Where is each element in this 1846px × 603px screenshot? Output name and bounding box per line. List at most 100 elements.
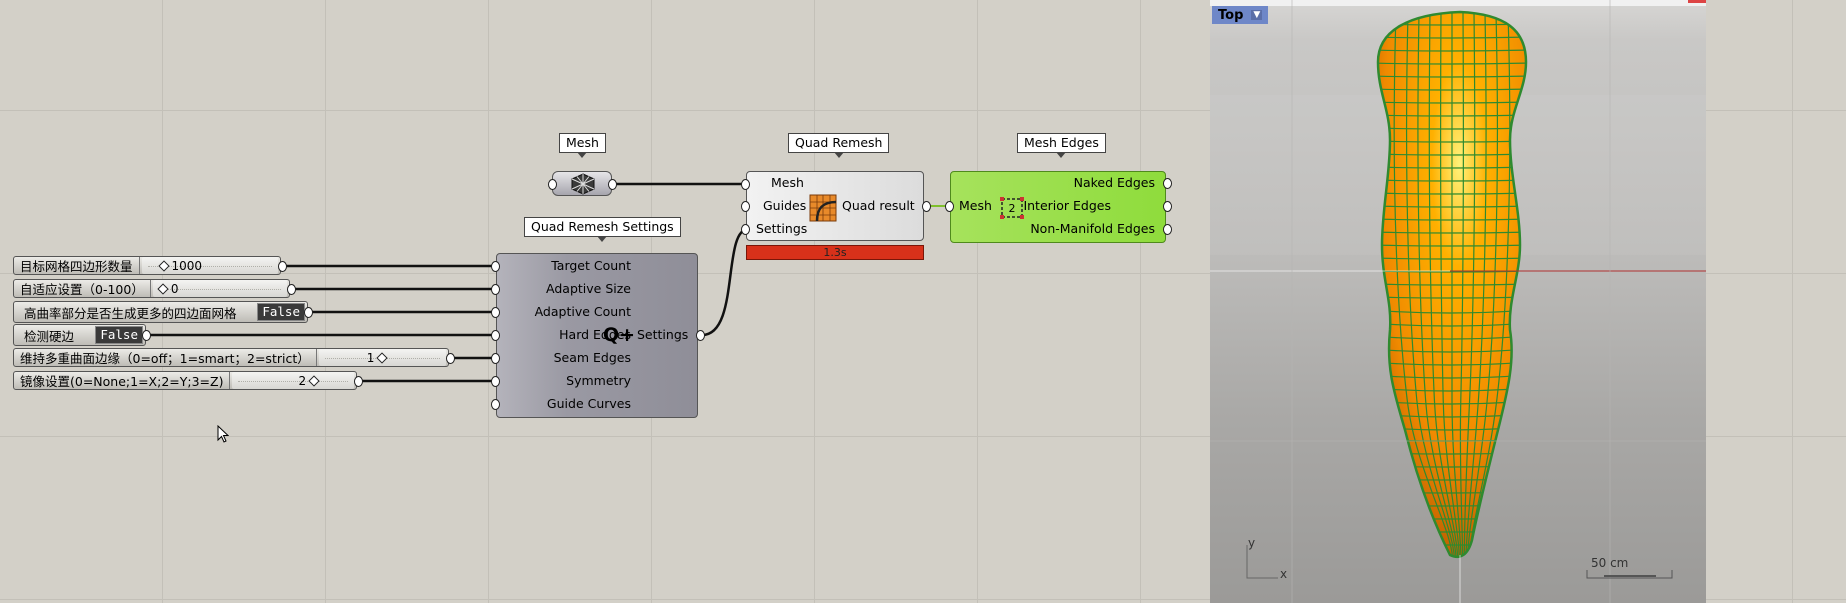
slider-label: 自适应设置（0-100） (14, 280, 151, 297)
input-guide-curves[interactable]: Guide Curves (546, 396, 631, 411)
mouse-cursor-icon (217, 425, 229, 443)
mesh-param-caption: Mesh (559, 133, 606, 158)
input-mesh[interactable]: Mesh (959, 198, 992, 213)
slider-output-pin[interactable] (446, 353, 455, 364)
mesh-edge-horizontal (1378, 62, 1526, 65)
input-target-count[interactable]: Target Count (551, 258, 631, 273)
quadremesh-input-pin[interactable] (741, 224, 750, 235)
input-adaptive-count[interactable]: Adaptive Count (534, 304, 631, 319)
slider-grip[interactable] (308, 374, 320, 387)
rhino-viewport-top[interactable]: Top ▼ y x 50 cm (1210, 0, 1706, 603)
mesh-edge-horizontal (1378, 205, 1526, 208)
settings-input-pin[interactable] (491, 376, 500, 387)
mesh-edge-vertical (1459, 12, 1464, 557)
quad-remesh-settings-component[interactable]: Target Count Adaptive Size Adaptive Coun… (496, 253, 698, 418)
slider-grip[interactable] (157, 282, 169, 295)
settings-input-pin[interactable] (491, 330, 500, 341)
mesh-edge-horizontal (1378, 244, 1526, 247)
mesh-edge-horizontal (1378, 101, 1526, 104)
meshedges-output-pin[interactable] (1163, 201, 1172, 212)
mesh-edge-horizontal (1378, 179, 1526, 182)
slider-track[interactable]: 2 (232, 372, 354, 389)
toggle-value[interactable]: False (95, 326, 143, 344)
input-guides[interactable]: Guides (763, 198, 807, 213)
quadremesh-input-pin[interactable] (741, 179, 750, 190)
output-non-manifold-edges[interactable]: Non-Manifold Edges (1030, 221, 1155, 236)
slider-output-pin[interactable] (354, 376, 363, 387)
mesh-edge-horizontal (1378, 296, 1526, 299)
chevron-down-icon[interactable]: ▼ (1251, 10, 1263, 20)
slider-adaptive-size[interactable]: 自适应设置（0-100） 0 (13, 279, 290, 298)
slider-value: 2 (298, 373, 307, 388)
toggle-output-pin[interactable] (142, 330, 151, 341)
slider-label: 目标网格四边形数量 (14, 257, 140, 274)
mesh-edge-horizontal (1378, 49, 1526, 52)
mesh-edge-horizontal (1378, 218, 1526, 221)
toggle-label: 高曲率部分是否生成更多的四边面网格 (24, 305, 237, 321)
toggle-output-pin[interactable] (304, 307, 313, 318)
slider-track[interactable]: 1 (318, 349, 446, 366)
mesh-edge-horizontal (1378, 556, 1526, 557)
axis-x-label: x (1280, 567, 1288, 581)
slider-value: 1000 (171, 258, 203, 273)
meshedges-input-pin[interactable] (945, 201, 954, 212)
mesh-edges-icon-text: 2 (1009, 202, 1016, 215)
slider-output-pin[interactable] (287, 284, 296, 295)
slider-mirror-setting[interactable]: 镜像设置(0=None;1=X;2=Y;3=Z) 2 (13, 371, 357, 390)
viewport-canvas (1210, 0, 1706, 603)
slider-keep-polysurface-edges[interactable]: 维持多重曲面边缘（0=off；1=smart；2=strict） 1 (13, 348, 449, 367)
output-interior-edges[interactable]: Interior Edges (1023, 198, 1111, 213)
viewport-label-top[interactable]: Top ▼ (1212, 6, 1269, 24)
meshedges-output-pin[interactable] (1163, 178, 1172, 189)
input-settings[interactable]: Settings (756, 221, 808, 236)
slider-output-pin[interactable] (278, 261, 287, 272)
mesh-edges-component[interactable]: Mesh 2 Naked Edges Interior Edges Non-Ma… (950, 171, 1166, 243)
toggle-value[interactable]: False (257, 303, 305, 321)
slider-target-quad-count[interactable]: 目标网格四边形数量 1000 (13, 256, 281, 275)
settings-output-pin[interactable] (696, 330, 705, 341)
quadremesh-output-pin[interactable] (922, 201, 931, 212)
slider-track[interactable]: 1000 (141, 257, 278, 274)
viewport-title-strip (1210, 0, 1706, 6)
mesh-edge-vertical (1451, 12, 1462, 557)
quad-remesh-settings-caption: Quad Remesh Settings (524, 217, 681, 242)
mesh-edge-horizontal (1378, 88, 1526, 91)
axis-y-label: y (1248, 536, 1256, 550)
input-symmetry[interactable]: Symmetry (566, 373, 631, 388)
quad-remesh-settings-icon: Q+ (603, 324, 636, 346)
mesh-edge-vertical (1417, 12, 1457, 557)
toggle-high-curvature[interactable]: 高曲率部分是否生成更多的四边面网格 False (13, 301, 308, 323)
mesh-edges-icon: 2 (1000, 197, 1024, 219)
settings-input-pin[interactable] (491, 353, 500, 364)
input-seam-edges[interactable]: Seam Edges (553, 350, 631, 365)
mesh-edge-vertical (1467, 12, 1499, 557)
input-hard-edges[interactable]: Hard Edges (559, 327, 631, 342)
slider-grip[interactable] (157, 259, 170, 272)
runtime-text: 1.3s (823, 246, 847, 259)
quad-remesh-component[interactable]: Mesh Guides Settings Quad result (746, 171, 924, 241)
quadremesh-input-pin[interactable] (741, 201, 750, 212)
mesh-param-input-pin[interactable] (548, 179, 557, 190)
input-mesh[interactable]: Mesh (771, 175, 804, 190)
slider-track[interactable]: 0 (152, 280, 287, 297)
mesh-param-node[interactable] (548, 171, 617, 196)
mesh-edge-vertical (1465, 12, 1487, 557)
mesh-edge-vertical (1440, 12, 1460, 557)
scale-bar-label: 50 cm (1591, 556, 1629, 570)
mesh-edge-horizontal (1378, 192, 1526, 195)
settings-input-pin[interactable] (491, 399, 500, 410)
output-quad-result[interactable]: Quad result (842, 198, 915, 213)
settings-input-pin[interactable] (491, 284, 500, 295)
runtime-bar: 1.3s (746, 245, 924, 260)
output-settings[interactable]: Settings (637, 327, 689, 342)
slider-label: 镜像设置(0=None;1=X;2=Y;3=Z) (14, 372, 231, 389)
meshedges-output-pin[interactable] (1163, 224, 1172, 235)
settings-input-pin[interactable] (491, 307, 500, 318)
toggle-detect-hard-edges[interactable]: 检测硬边 False (13, 324, 146, 346)
output-naked-edges[interactable]: Naked Edges (1073, 175, 1155, 190)
input-adaptive-size[interactable]: Adaptive Size (546, 281, 631, 296)
mesh-edge-horizontal (1378, 36, 1526, 39)
mesh-param-output-pin[interactable] (608, 179, 617, 190)
settings-input-pin[interactable] (491, 261, 500, 272)
slider-grip[interactable] (376, 351, 389, 364)
